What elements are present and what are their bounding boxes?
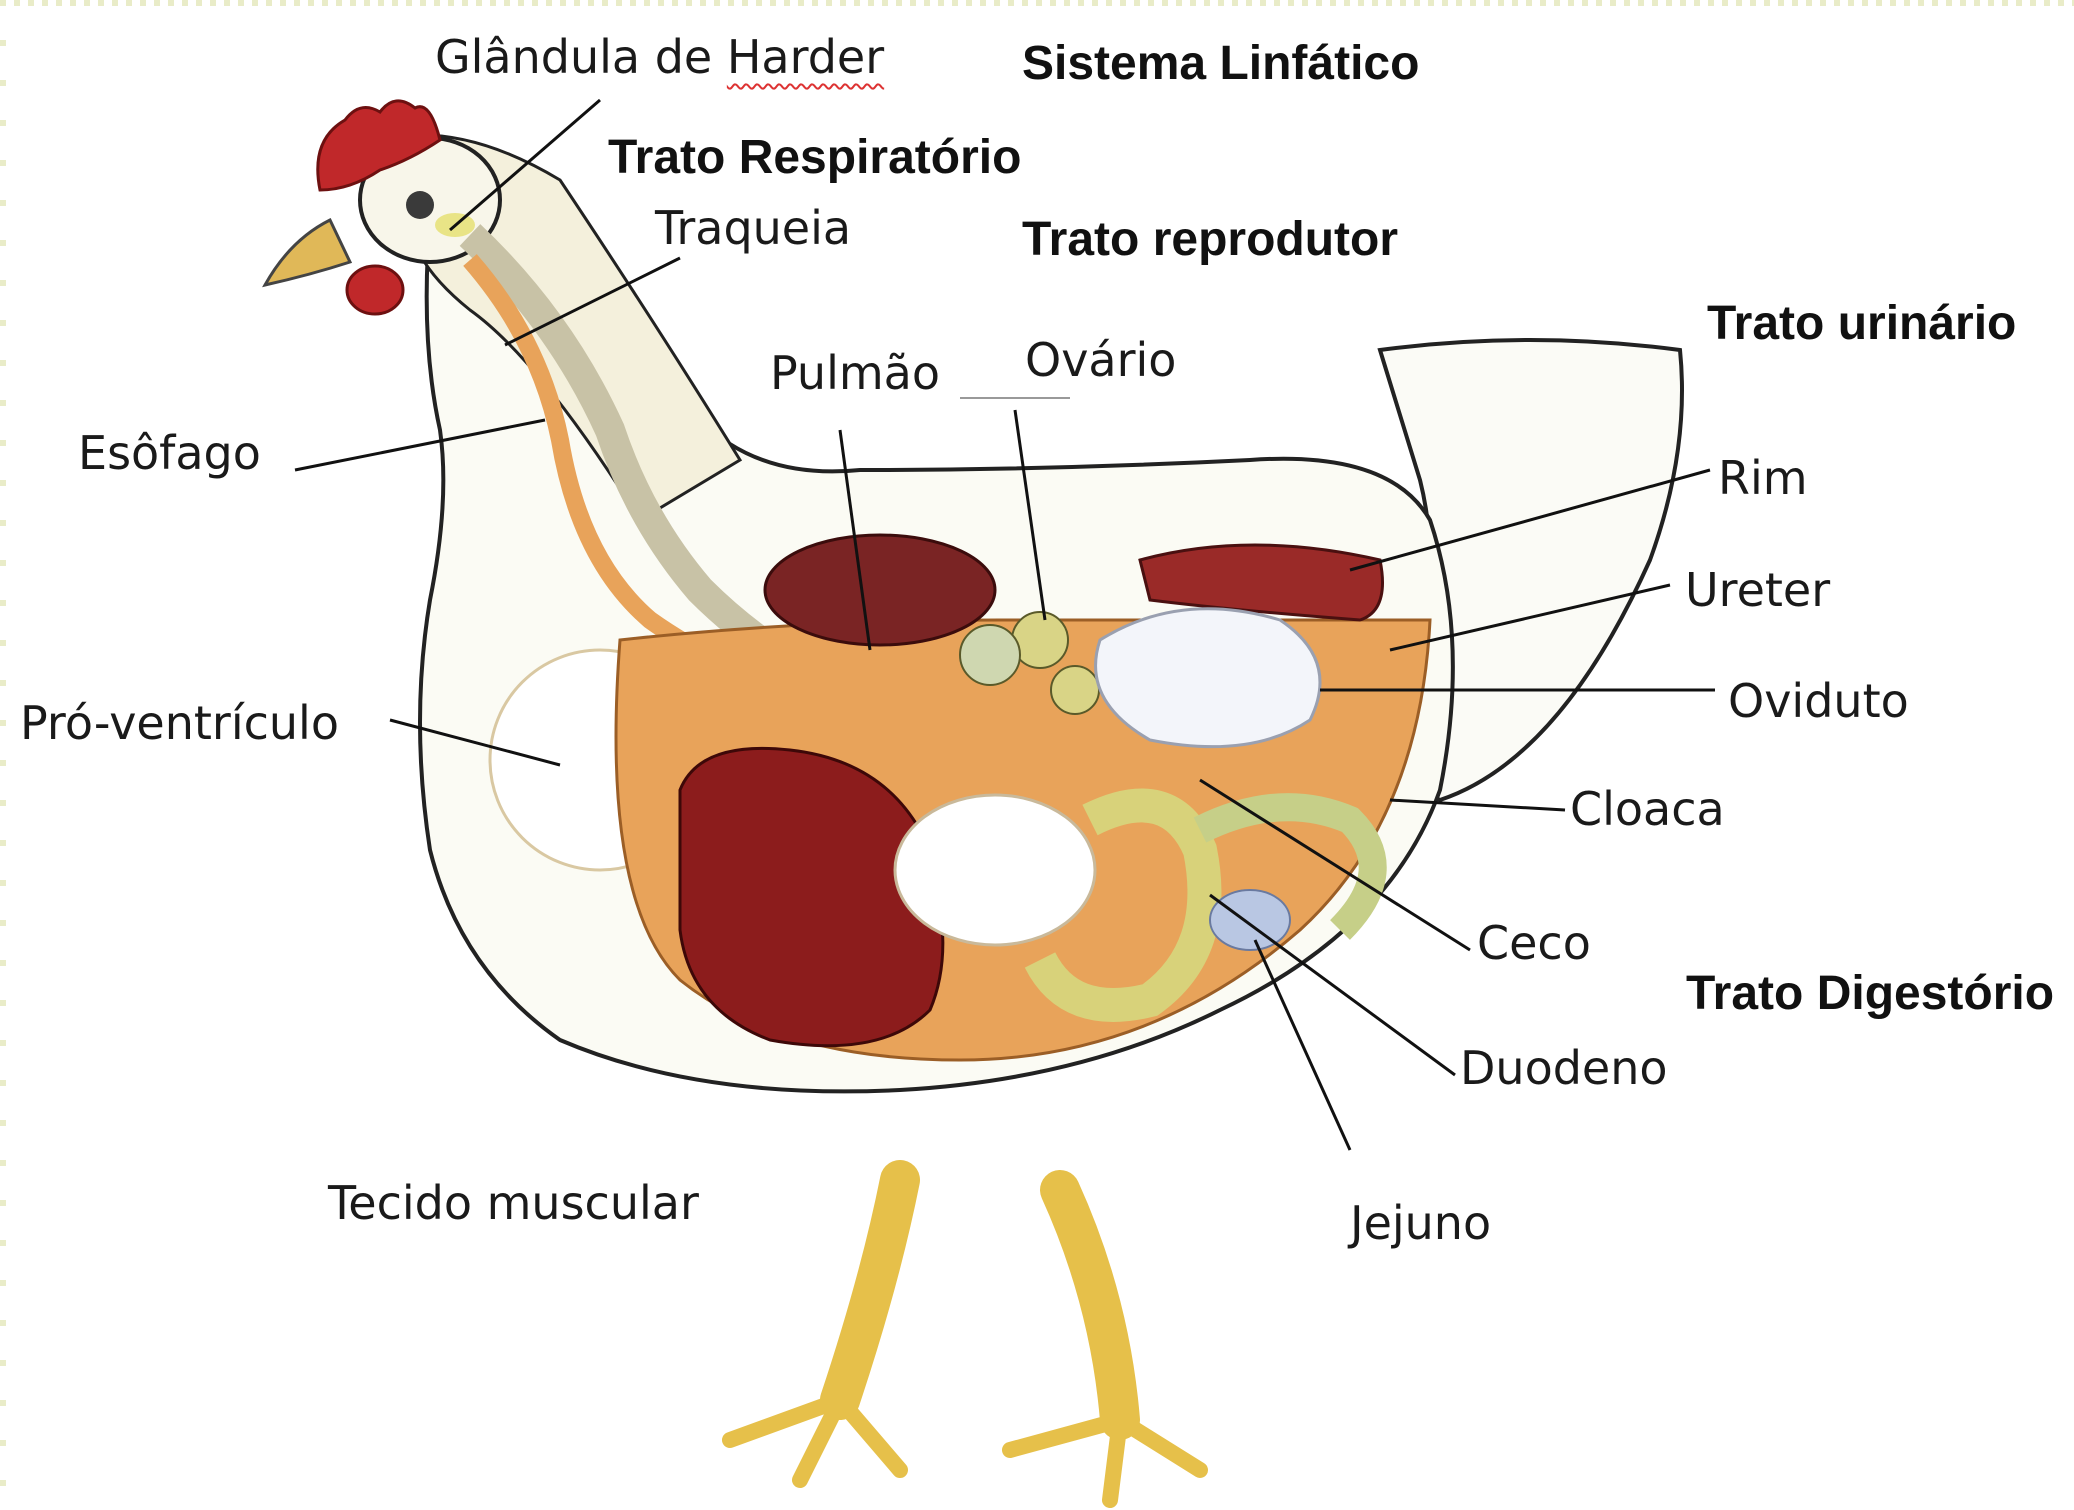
wattle-shape: [347, 266, 403, 314]
label-jejuno: Jejuno: [1350, 1200, 1491, 1246]
jejunum-shape: [1210, 890, 1290, 950]
label-rim: Rim: [1718, 455, 1808, 501]
label-ureter: Ureter: [1685, 567, 1830, 613]
label-pulmao: Pulmão: [770, 350, 940, 396]
ovary-follicle: [1051, 666, 1099, 714]
label-pro-ventriculo: Pró-ventrículo: [20, 700, 339, 746]
label-traqueia: Traqueia: [655, 205, 851, 251]
system-label-reprodutor: Trato reprodutor: [1022, 216, 1398, 264]
eye-shape: [406, 191, 434, 219]
system-label-digestorio: Trato Digestório: [1686, 970, 2054, 1018]
gizzard-shape: [895, 795, 1095, 945]
system-label-urinario: Trato urinário: [1707, 300, 2016, 348]
leg-shape: [840, 1180, 1120, 1420]
label-ovario: Ovário: [1025, 337, 1176, 383]
lung-shape: [765, 535, 995, 645]
label-duodeno: Duodeno: [1460, 1045, 1668, 1091]
beak-shape: [265, 220, 350, 285]
label-glandula-de-harder: Glândula de Harder: [435, 34, 884, 80]
system-label-linfatico: Sistema Linfático: [1022, 40, 1419, 88]
label-ceco: Ceco: [1477, 920, 1591, 966]
label-oviduto: Oviduto: [1728, 678, 1909, 724]
ovary-follicle: [960, 625, 1020, 685]
label-tecido-muscular: Tecido muscular: [328, 1180, 699, 1226]
system-label-respiratorio: Trato Respiratório: [608, 134, 1021, 182]
label-cloaca: Cloaca: [1570, 786, 1725, 832]
oviduct-shape: [1096, 609, 1320, 747]
label-esofago: Esôfago: [78, 430, 261, 476]
